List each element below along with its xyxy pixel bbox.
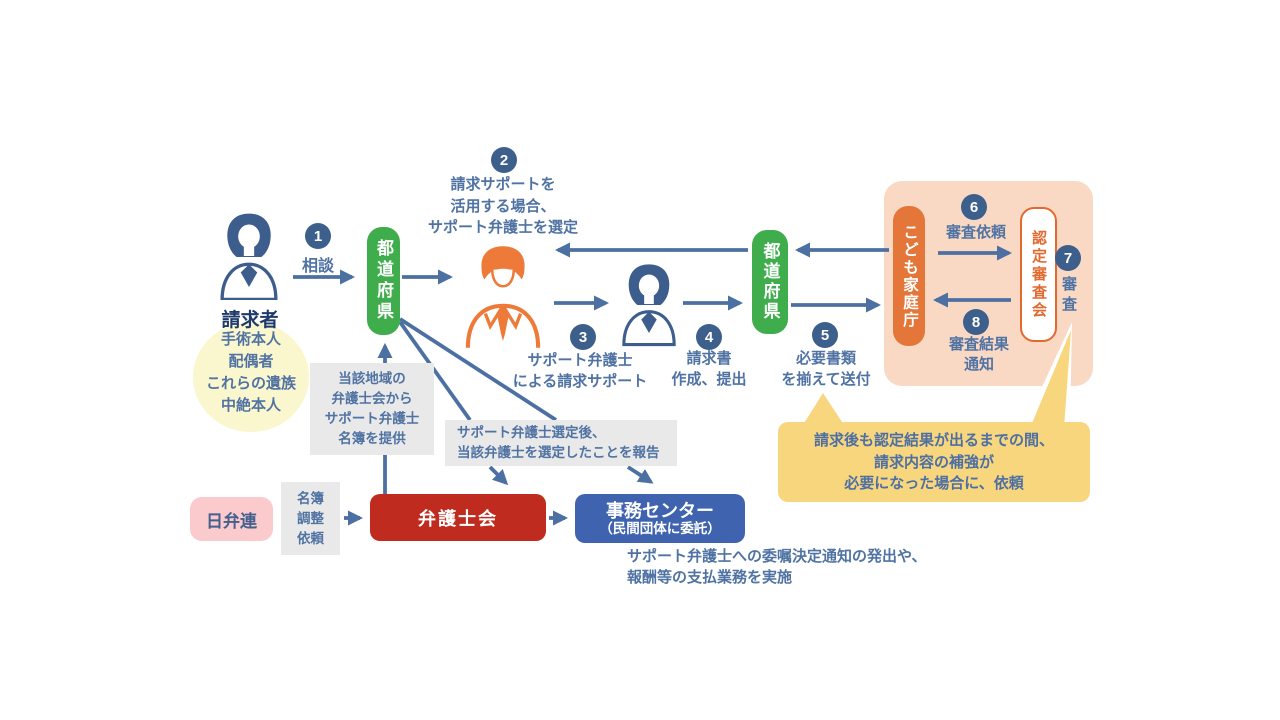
step-3-badge: 3 xyxy=(570,324,596,350)
claimant-note-ellipse xyxy=(193,322,309,432)
step-3-line: による請求サポート xyxy=(512,372,648,390)
step-5-number: 5 xyxy=(820,326,830,344)
claimant-member: 配偶者 xyxy=(228,353,274,370)
supplement-callout: 請求後も認定結果が出るまでの間、 請求内容の補強が 必要になった場合に、依頼 xyxy=(778,422,1090,502)
step-4-line: 作成、提出 xyxy=(671,370,747,388)
prefecture-box-2-label: 都道府県 xyxy=(760,242,780,322)
roster-provide-line: サポート弁護士 xyxy=(324,411,420,426)
line-pref1-to-report-note-a xyxy=(398,320,472,422)
selection-report-note: サポート弁護士選定後、 当該弁護士を選定したことを報告 xyxy=(445,420,677,466)
bar-association-box: 弁護士会 xyxy=(370,494,546,541)
callout-pointer-left xyxy=(801,393,846,428)
prefecture-box-1-label: 都道府県 xyxy=(374,239,393,323)
step-1-label: 相談 xyxy=(301,258,334,275)
arrow-report-to-center xyxy=(626,465,654,484)
kodomo-agency-label: こども家庭庁 xyxy=(901,223,918,329)
roster-request-line: 依頼 xyxy=(297,530,324,546)
step-7-label: 審査 xyxy=(1060,276,1077,316)
claimant-member: 手術本人 xyxy=(220,331,281,348)
step-2-number: 2 xyxy=(499,151,509,169)
prefecture-box-1: 都道府県 xyxy=(367,227,400,335)
certification-board-box: 認定審査会 xyxy=(1020,207,1057,342)
step-4-badge: 4 xyxy=(696,324,722,350)
kodomo-agency-box: こども家庭庁 xyxy=(893,206,925,346)
step-7-number: 7 xyxy=(1063,249,1073,267)
step-2-line: サポート弁護士を選定 xyxy=(427,219,578,236)
step-4-line: 請求書 xyxy=(686,350,732,367)
step-7-badge: 7 xyxy=(1055,245,1081,271)
admin-center-box: 事務センター （民間団体に委託） xyxy=(575,494,745,543)
selection-report-line: 当該弁護士を選定したことを報告 xyxy=(457,445,660,460)
admin-center-subtitle: （民間団体に委託） xyxy=(599,520,721,536)
claimant-member: これらの遺族 xyxy=(205,375,296,392)
roster-request-line: 名簿 xyxy=(297,490,324,506)
claimant-person-icon xyxy=(220,213,278,300)
callout-line: 必要になった場合に、依頼 xyxy=(844,475,1024,492)
arrow-report-to-bar xyxy=(488,465,509,486)
admin-center-title: 事務センター xyxy=(606,500,714,521)
step-4-label: 請求書 作成、提出 xyxy=(659,349,759,390)
selection-report-line: サポート弁護士選定後、 xyxy=(457,425,606,440)
step-3-line: サポート弁護士 xyxy=(527,352,633,369)
nichibenren-box: 日弁連 xyxy=(190,497,273,541)
step-4-number: 4 xyxy=(704,328,714,346)
step-6-label: 審査依頼 xyxy=(945,224,1006,241)
claimant-members-note: 手術本人 配偶者 これらの遺族 中絶本人 xyxy=(181,329,321,417)
callout-line: 請求内容の補強が xyxy=(873,453,994,471)
step-1-number: 1 xyxy=(313,227,323,245)
step-2-badge: 2 xyxy=(491,147,517,173)
step-5-line: 必要書類 xyxy=(795,350,856,367)
step-3-number: 3 xyxy=(578,328,588,346)
bar-association-label: 弁護士会 xyxy=(418,508,498,529)
step-8-line: 通知 xyxy=(963,356,994,373)
nichibenren-label: 日弁連 xyxy=(206,511,257,531)
step-5-label: 必要書類 を揃えて送付 xyxy=(770,349,882,390)
admin-center-note: サポート弁護士への委嘱決定通知の発出や、 報酬等の支払業務を実施 xyxy=(627,547,967,588)
support-lawyer-icon xyxy=(465,246,541,348)
claimant-member: 中絶本人 xyxy=(220,397,281,414)
roster-request-note: 名簿 調整 依頼 xyxy=(281,482,340,555)
step-2-line: 請求サポートを xyxy=(450,176,556,193)
roster-provide-note: 当該地域の 弁護士会から サポート弁護士 名簿を提供 xyxy=(310,363,434,455)
step-5-line: を揃えて送付 xyxy=(781,370,871,388)
step-2-line: 活用する場合、 xyxy=(450,197,556,215)
step-1-badge: 1 xyxy=(305,223,331,249)
step-8-number: 8 xyxy=(971,313,981,331)
prefecture-box-2: 都道府県 xyxy=(752,230,788,334)
step-2-label: 請求サポートを 活用する場合、 サポート弁護士を選定 xyxy=(408,174,598,239)
admin-center-note-line: 報酬等の支払業務を実施 xyxy=(627,568,793,586)
step-5-badge: 5 xyxy=(812,322,838,348)
certification-board-label: 認定審査会 xyxy=(1030,229,1047,320)
roster-provide-line: 名簿を提供 xyxy=(338,431,406,446)
applicant-person-icon xyxy=(622,264,676,347)
step-6-number: 6 xyxy=(969,198,979,216)
roster-provide-line: 当該地域の xyxy=(338,371,406,386)
step-8-badge: 8 xyxy=(963,309,989,335)
line-pref1-to-report-note-b xyxy=(398,317,558,422)
step-6-badge: 6 xyxy=(961,194,987,220)
roster-provide-line: 弁護士会から xyxy=(331,391,413,406)
claimant-label: 請求者 xyxy=(221,310,279,331)
callout-line: 請求後も認定結果が出るまでの間、 xyxy=(813,432,1054,449)
callout-pointer-right xyxy=(1030,330,1071,428)
roster-request-line: 調整 xyxy=(297,510,324,526)
step-8-label: 審査結果 通知 xyxy=(934,335,1024,375)
admin-center-note-line: サポート弁護士への委嘱決定通知の発出や、 xyxy=(627,548,927,565)
step-8-line: 審査結果 xyxy=(948,336,1009,353)
step-3-label: サポート弁護士 による請求サポート xyxy=(495,351,665,392)
